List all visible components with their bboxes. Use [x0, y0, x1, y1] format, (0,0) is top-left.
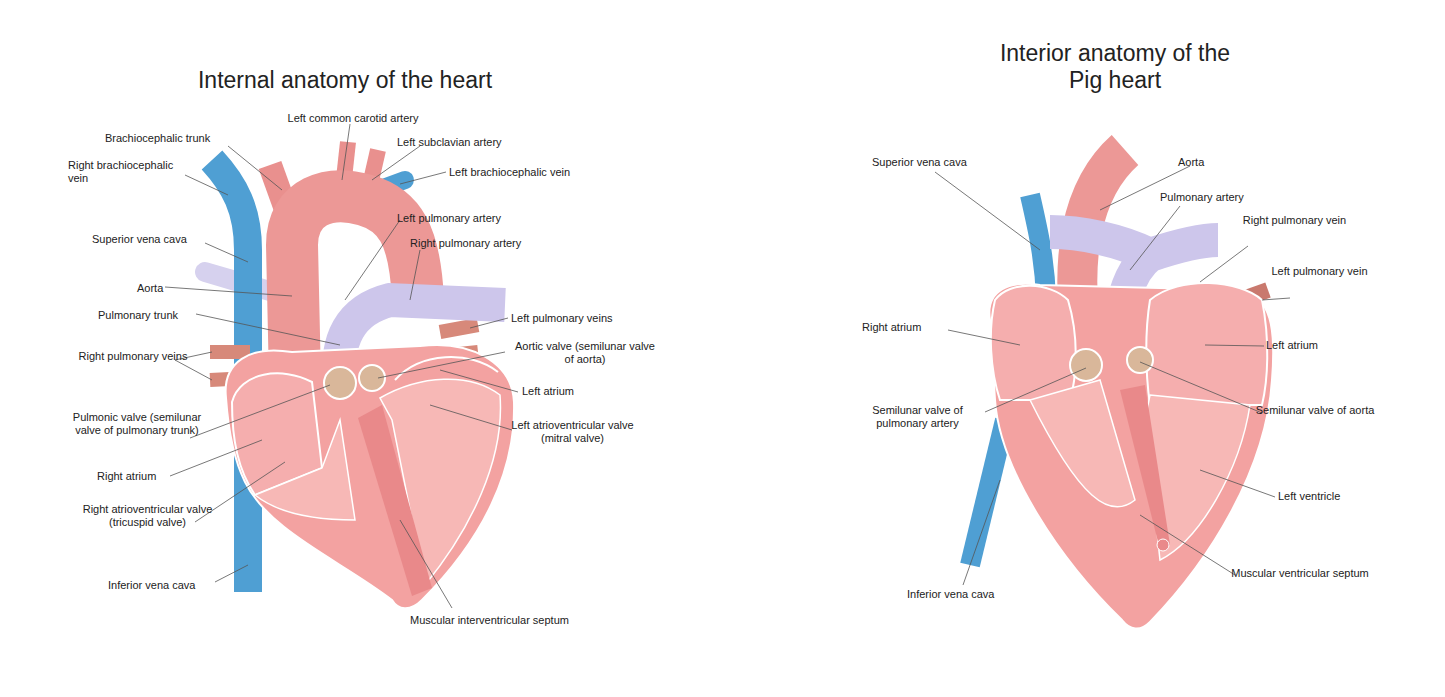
part-label: Brachiocephalic trunk [105, 132, 255, 145]
vena-cava [970, 420, 1005, 565]
part-label: Left common carotid artery [263, 112, 443, 125]
septum [1120, 385, 1170, 550]
part-label: Left ventricle [1278, 490, 1378, 503]
right-atrium-section [991, 286, 1076, 400]
pulmonic-valve [324, 367, 356, 399]
part-label: Left brachiocephalic vein [449, 166, 619, 179]
part-label: Right pulmonary vein [1232, 214, 1357, 227]
right-ventricle-section [1030, 380, 1135, 507]
leader-lines [165, 124, 518, 608]
human-heart [205, 142, 514, 608]
part-label: Right atrium [862, 321, 962, 334]
part-label: Muscular interventricular septum [410, 614, 610, 627]
heart-body [226, 345, 514, 608]
part-label: Left atrium [522, 385, 622, 398]
part-label: Right pulmonary artery [410, 237, 560, 250]
part-label: Left pulmonary veins [511, 312, 661, 325]
left-atrium-section [1146, 283, 1267, 405]
part-label: Aortic valve (semilunar valve of aorta) [510, 340, 660, 366]
septum [358, 405, 432, 596]
part-label: Semilunar valve of aorta [1255, 404, 1375, 417]
right-ventricle-section [255, 420, 355, 520]
part-label: Aorta [137, 282, 197, 295]
part-label: Superior vena cava [92, 233, 222, 246]
part-label: Right brachiocephalic vein [68, 159, 188, 185]
diagram-title: Interior anatomy of the Pig heart [995, 40, 1235, 94]
part-label: Right atrium [97, 470, 197, 483]
heart-body [989, 284, 1273, 629]
papillary-muscle [1157, 539, 1169, 551]
diagram-title: Internal anatomy of the heart [185, 66, 505, 94]
part-label: Right atrioventricular valve (tricuspid … [80, 503, 215, 529]
part-label: Left subclavian artery [397, 136, 557, 149]
part-label: Inferior vena cava [108, 579, 238, 592]
leader-lines [935, 166, 1290, 585]
part-label: Right pulmonary veins [78, 350, 188, 363]
part-label: Pulmonic valve (semilunar valve of pulmo… [72, 411, 202, 437]
part-label: Muscular ventricular septum [1225, 567, 1375, 580]
aortic-valve [1127, 347, 1153, 373]
part-label: Left pulmonary artery [397, 212, 547, 225]
part-label: Inferior vena cava [907, 588, 1037, 601]
part-label: Pulmonary artery [1160, 191, 1290, 204]
part-label: Pulmonary trunk [98, 309, 218, 322]
atrium-outline [395, 357, 498, 380]
part-label: Left atrioventricular valve (mitral valv… [505, 419, 640, 445]
part-label: Left atrium [1266, 339, 1366, 352]
part-label: Aorta [1178, 156, 1238, 169]
pulmonary-valve [1070, 349, 1102, 381]
pig-heart [970, 150, 1273, 629]
aortic-valve [359, 365, 385, 391]
part-label: Semilunar valve of pulmonary artery [850, 404, 985, 430]
part-label: Left pulmonary vein [1262, 265, 1377, 278]
part-label: Superior vena cava [872, 156, 1022, 169]
